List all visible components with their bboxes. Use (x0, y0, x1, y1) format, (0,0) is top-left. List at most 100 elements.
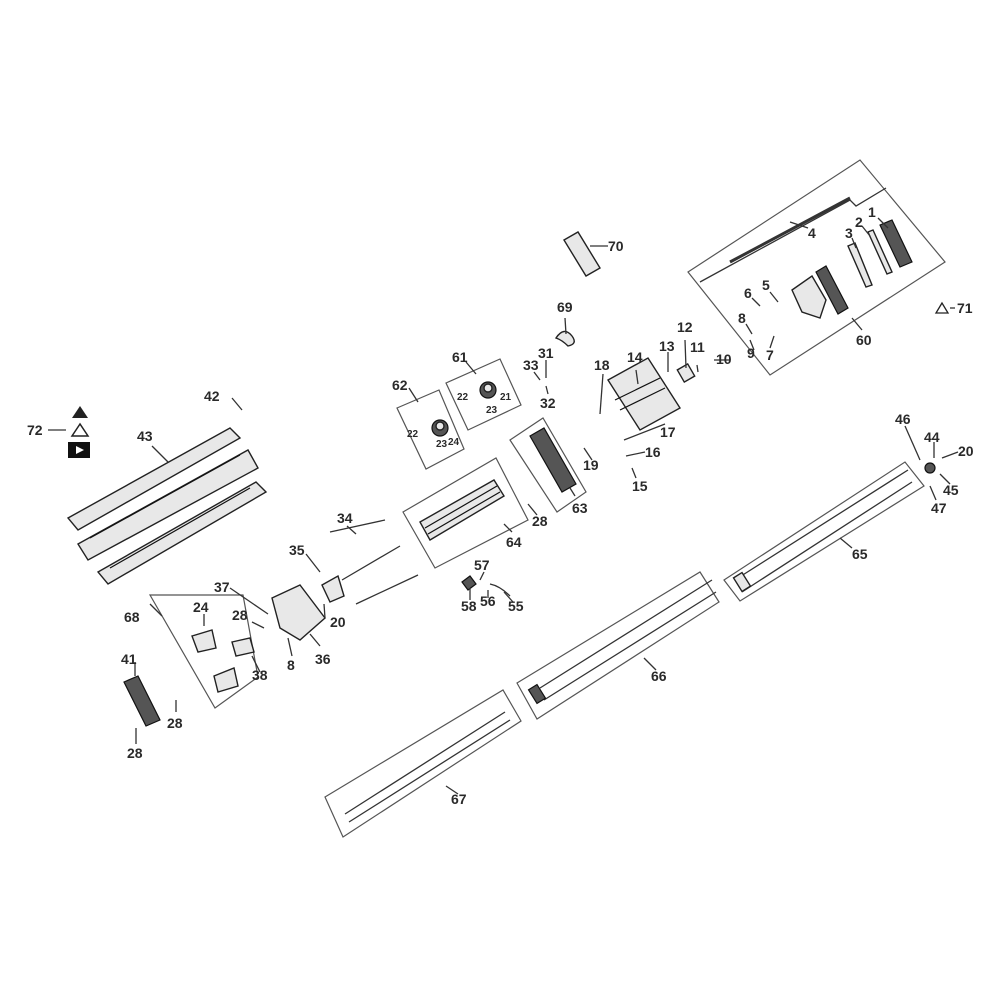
group-box-60 (687, 159, 946, 376)
part-45 (924, 462, 936, 474)
callout-23-b: 23 (436, 439, 448, 450)
part-60-housing (791, 274, 827, 319)
callout-43: 43 (137, 428, 153, 444)
part-12 (676, 362, 696, 384)
group-box-64 (402, 457, 529, 569)
callout-33: 33 (523, 357, 539, 373)
callout-55: 55 (508, 598, 524, 614)
callout-14: 14 (627, 349, 643, 365)
part-63-slide (529, 427, 577, 493)
callout-20-b: 20 (330, 614, 346, 630)
callout-32: 32 (540, 395, 556, 411)
callout-34: 34 (337, 510, 353, 526)
callout-23: 23 (486, 405, 498, 416)
part-1 (879, 219, 913, 268)
group-box-62 (396, 389, 465, 470)
callout-24-b: 24 (193, 599, 209, 615)
warning-triangle-icon (72, 406, 88, 418)
callout-36: 36 (315, 651, 331, 667)
callout-28-b: 28 (232, 607, 248, 623)
part-38-block (231, 637, 255, 657)
callout-22-b: 22 (407, 429, 419, 440)
callout-1: 1 (868, 204, 876, 220)
manual-read-icon (68, 442, 90, 458)
part-64-track (419, 479, 505, 541)
part-55 (489, 583, 511, 597)
callout-10: 10 (716, 351, 732, 367)
callout-71: 71 (957, 300, 973, 316)
callout-11: 11 (690, 339, 705, 355)
group-box-61 (445, 358, 522, 431)
callout-42: 42 (204, 388, 220, 404)
callout-58: 58 (461, 598, 477, 614)
part-35 (321, 574, 345, 603)
callout-46: 46 (895, 411, 911, 427)
part-3 (847, 242, 873, 288)
part-69-clip (554, 330, 575, 347)
part-60-gear (815, 265, 849, 315)
part-36-end-cap (271, 584, 326, 641)
group-box-63 (509, 417, 587, 513)
callout-28-c: 28 (167, 715, 183, 731)
callout-31: 31 (538, 345, 554, 361)
callout-66: 66 (651, 668, 667, 684)
callout-28: 28 (532, 513, 548, 529)
callout-64: 64 (506, 534, 522, 550)
part-2 (867, 229, 893, 275)
part-14-carriage (607, 357, 681, 431)
callout-3: 3 (845, 225, 853, 241)
callout-28-d: 28 (127, 745, 143, 761)
callout-67: 67 (451, 791, 467, 807)
leader-lines (48, 217, 959, 795)
callout-24: 24 (448, 437, 460, 448)
callout-37: 37 (214, 579, 230, 595)
part-68-a (191, 629, 217, 653)
callout-labels: 1 2 3 4 5 6 7 8 9 10 11 12 13 14 15 16 1… (27, 204, 974, 807)
callout-65: 65 (852, 546, 868, 562)
warning-triangle-outline-icon (70, 422, 90, 437)
callout-16: 16 (645, 444, 661, 460)
callout-4: 4 (808, 225, 816, 241)
part-drawings (66, 187, 936, 823)
callout-18: 18 (594, 357, 610, 373)
warning-icon-71 (934, 301, 950, 314)
part-43-rail-c (96, 481, 268, 585)
callout-17: 17 (660, 424, 676, 440)
group-box-67 (324, 689, 522, 838)
part-58 (461, 575, 477, 591)
callout-15: 15 (632, 478, 648, 494)
callout-8: 8 (738, 310, 746, 326)
part-70-label-plate (563, 231, 601, 277)
callout-8-b: 8 (287, 657, 295, 673)
callout-44: 44 (924, 429, 940, 445)
group-box-65 (723, 461, 925, 602)
part-4-rod (699, 187, 887, 283)
callout-57: 57 (474, 557, 490, 573)
callout-13: 13 (659, 338, 675, 354)
callout-22: 22 (457, 392, 469, 403)
callout-21: 21 (500, 392, 512, 403)
callout-6: 6 (744, 285, 752, 301)
part-41-bracket (123, 675, 161, 727)
callout-47: 47 (931, 500, 947, 516)
callout-41: 41 (121, 651, 137, 667)
callout-63: 63 (572, 500, 588, 516)
group-box-66 (516, 571, 720, 720)
callout-45: 45 (943, 482, 959, 498)
callout-35: 35 (289, 542, 305, 558)
callout-60: 60 (856, 332, 872, 348)
callout-70: 70 (608, 238, 624, 254)
callout-69: 69 (557, 299, 573, 315)
group-box-68 (148, 594, 259, 709)
callout-19: 19 (583, 457, 599, 473)
callout-61: 61 (452, 349, 468, 365)
callout-2: 2 (855, 214, 863, 230)
callout-20: 20 (958, 443, 974, 459)
part-68-b (213, 667, 239, 693)
callout-12: 12 (677, 319, 693, 335)
callout-62: 62 (392, 377, 408, 393)
callout-68: 68 (124, 609, 140, 625)
callout-7: 7 (766, 347, 774, 363)
